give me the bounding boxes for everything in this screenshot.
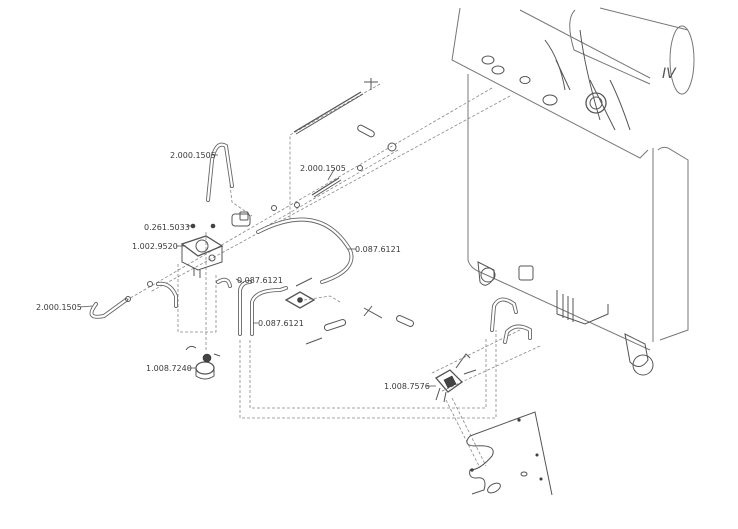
machine-cabinet: IV [451,7,695,376]
label-hose-top-left[interactable]: 2.000.1505 [170,151,216,160]
parts [89,78,553,496]
label-valve-right[interactable]: 1.008.7576 [384,382,430,391]
label-housing[interactable]: 1.002.9520 [132,242,178,251]
label-tube-a[interactable]: 0.087.6121 [237,276,283,285]
label-valve-left[interactable]: 1.008.7240 [146,364,192,373]
label-screw[interactable]: 0.261.5033 [144,223,190,232]
leader-lines [79,154,436,387]
brand-logo: IV [662,66,677,82]
label-tube-b[interactable]: 0.087.6121 [258,319,304,328]
label-hose-right[interactable]: 0.087.6121 [355,245,401,254]
label-hose-bottom-left[interactable]: 2.000.1505 [36,303,82,312]
assembly-lines [119,83,541,469]
part-labels: 2.000.1505 2.000.1505 0.261.5033 1.002.9… [36,151,430,391]
label-hose-mid[interactable]: 2.000.1505 [300,164,346,173]
